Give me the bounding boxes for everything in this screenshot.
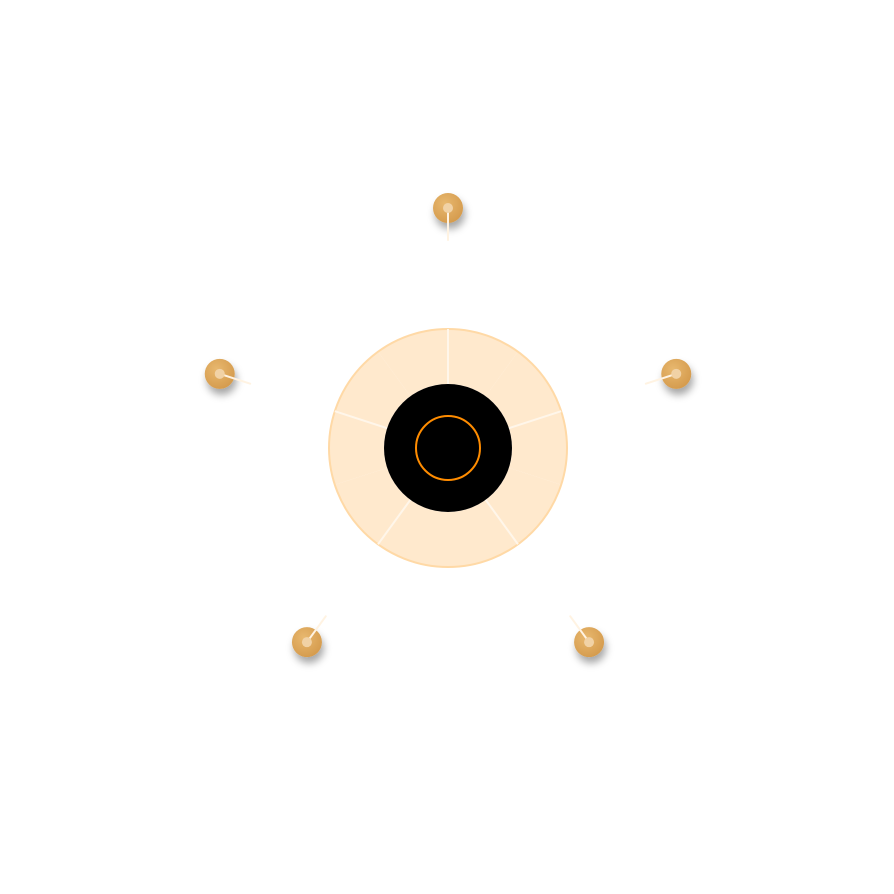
menu-sector-5[interactable]: [329, 351, 411, 485]
handle-connector: [305, 615, 327, 644]
sector-dividers: [334, 329, 562, 545]
sector-divider: [508, 410, 562, 430]
handle-dot: [671, 368, 682, 379]
sector-divider: [484, 499, 519, 545]
handle-dot: [301, 637, 312, 648]
menu-sector-3[interactable]: [448, 467, 562, 567]
handle-connector: [569, 615, 591, 644]
menu-sector-4[interactable]: [334, 467, 448, 567]
handle-connector: [644, 372, 678, 385]
radial-ring: [328, 328, 568, 568]
handle-connector: [218, 372, 252, 385]
menu-handle-3[interactable]: [569, 615, 605, 658]
menu-handle-2[interactable]: [644, 358, 692, 389]
menu-handle-5[interactable]: [204, 358, 252, 389]
menu-handle-1[interactable]: [433, 193, 463, 241]
sector-divider: [334, 410, 388, 430]
menu-handles: [204, 193, 692, 658]
handle-dot: [584, 637, 595, 648]
handle-dot: [214, 368, 225, 379]
menu-handle-4[interactable]: [291, 615, 327, 658]
sector-divider: [377, 499, 412, 545]
center-button[interactable]: [384, 384, 512, 512]
center-ring-icon: [415, 415, 481, 481]
handle-dot: [443, 203, 453, 213]
menu-sector-2[interactable]: [485, 351, 567, 485]
